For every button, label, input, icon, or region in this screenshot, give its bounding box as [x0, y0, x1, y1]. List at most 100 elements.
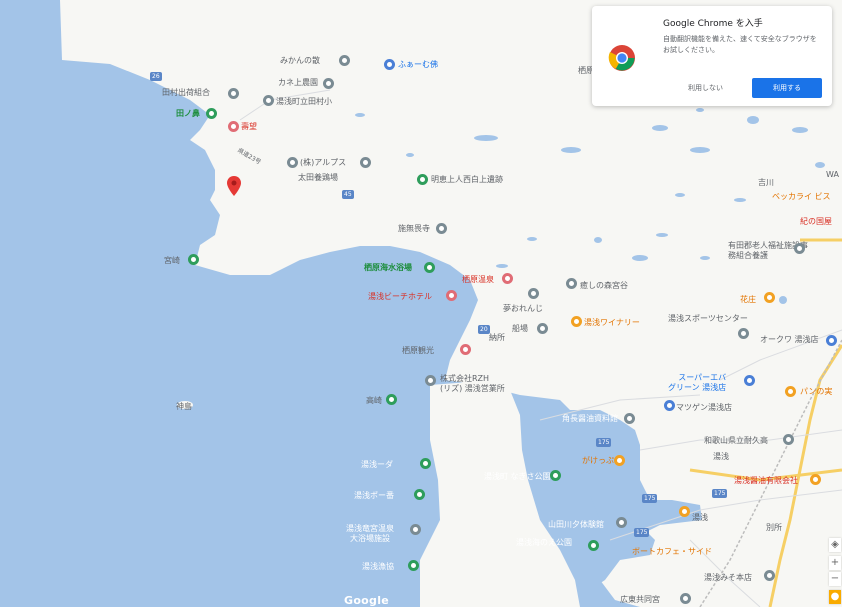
place-pin-icon[interactable]: [287, 157, 298, 168]
place-label: 別所: [766, 523, 782, 532]
company-pin-icon[interactable]: [425, 375, 436, 386]
place-pin-icon[interactable]: [339, 55, 350, 66]
place-label: 湯浅ポー番: [354, 491, 394, 500]
place-label: 船場: [512, 324, 528, 333]
place-pin-icon[interactable]: [410, 524, 421, 535]
compass-icon[interactable]: ◈: [829, 538, 841, 552]
company-pin-icon[interactable]: [810, 474, 821, 485]
place-pin-icon[interactable]: [408, 560, 419, 571]
place-pin-icon[interactable]: [323, 78, 334, 89]
restaurant-pin-icon[interactable]: [764, 292, 775, 303]
place-pin-icon[interactable]: [680, 593, 691, 604]
ponds: [355, 108, 825, 304]
place-label: 湯浅ワイナリー: [584, 318, 640, 327]
place-label: ベッカライ ビス: [772, 192, 831, 201]
place-label: ふぁーむ佛: [398, 60, 438, 69]
place-label: 有田郡老人福祉施設事務組合養護: [728, 241, 808, 260]
route-shield: 175: [712, 489, 728, 498]
selected-location-pin-icon[interactable]: [227, 176, 241, 196]
place-pin-icon[interactable]: [738, 328, 749, 339]
place-pin-icon[interactable]: [188, 254, 199, 265]
place-pin-icon[interactable]: [616, 517, 627, 528]
place-label: 角長醤油資料館: [562, 414, 618, 423]
route-shield: 45: [342, 190, 354, 199]
hotel-pin-icon[interactable]: [228, 121, 239, 132]
place-label: 田村出荷組合: [162, 88, 210, 97]
place-label: 山田川夕体験館: [548, 520, 604, 529]
place-pin-icon[interactable]: [228, 88, 239, 99]
place-label: 湯浅みそ本店: [704, 573, 752, 582]
bakery-pin-icon[interactable]: [785, 386, 796, 397]
place-label: 宮崎: [164, 256, 180, 265]
place-pin-icon[interactable]: [764, 570, 775, 581]
place-label: WA: [826, 170, 839, 179]
street-view-pegman-icon[interactable]: ●: [829, 590, 841, 604]
fishing-pin-icon[interactable]: [414, 489, 425, 500]
place-label: 太田養鶏場: [298, 173, 338, 182]
restaurant-pin-icon[interactable]: [679, 506, 690, 517]
place-label: カネ上農園: [278, 78, 318, 87]
museum-pin-icon[interactable]: [624, 413, 635, 424]
place-label: 栖原観光: [402, 346, 434, 355]
shop-pin-icon[interactable]: [744, 375, 755, 386]
place-label: 湯浅ーダ: [361, 460, 393, 469]
hotel-pin-icon[interactable]: [502, 273, 513, 284]
park-pin-icon[interactable]: [206, 108, 217, 119]
landmark-pin-icon[interactable]: [417, 174, 428, 185]
place-label: 田ノ鼻: [176, 109, 200, 118]
shop-pin-icon[interactable]: [826, 335, 837, 346]
island: [177, 401, 193, 409]
school-pin-icon[interactable]: [263, 95, 274, 106]
route-shield: 175: [596, 438, 612, 447]
place-label: 湯浅漁協: [362, 562, 394, 571]
shop-pin-icon[interactable]: [664, 400, 675, 411]
place-label: 栖原海水浴場: [364, 263, 412, 272]
place-label: 夢おれんじ: [503, 304, 543, 313]
route-shield: 175: [642, 494, 658, 503]
place-label: 施無畏寺: [398, 224, 430, 233]
place-pin-icon[interactable]: [360, 157, 371, 168]
park-pin-icon[interactable]: [588, 540, 599, 551]
place-label: 湯浅醤油有限会社: [734, 476, 798, 485]
chrome-promo-dialog: Google Chrome を入手 自動翻訳機能を備えた、速くて安全なブラウザを…: [592, 6, 832, 106]
place-label: 広東共同宮: [620, 595, 660, 604]
route-shield: 26: [150, 72, 162, 81]
place-label: みかんの散: [280, 56, 320, 65]
chrome-logo-icon: [608, 45, 635, 71]
dismiss-button[interactable]: 利用しない: [688, 84, 723, 92]
place-label: 湯浅竜宮温泉 大浴場施設: [346, 524, 394, 543]
place-label: 湯浅: [692, 513, 708, 522]
place-label: 栖原: [578, 66, 594, 75]
shop-pin-icon[interactable]: [384, 59, 395, 70]
place-pin-icon[interactable]: [386, 394, 397, 405]
place-label: パンの実: [800, 387, 833, 396]
place-label: ボートカフェ・サイド: [632, 547, 712, 556]
place-label: 湯浅町 なぎさ公園: [484, 472, 551, 481]
place-label: 株式会社RZH (リズ) 湯浅営業所: [440, 374, 505, 393]
beach-pin-icon[interactable]: [424, 262, 435, 273]
place-pin-icon[interactable]: [566, 278, 577, 289]
place-label: 栖原温泉: [462, 275, 494, 284]
dialog-title: Google Chrome を入手: [663, 19, 763, 29]
hotel-pin-icon[interactable]: [460, 344, 471, 355]
use-chrome-button[interactable]: 利用する: [752, 78, 822, 98]
place-pin-icon[interactable]: [794, 243, 805, 254]
park-pin-icon[interactable]: [550, 470, 561, 481]
place-label: 湯浅スポーツセンター: [668, 314, 748, 323]
zoom-out-button[interactable]: −: [829, 572, 841, 586]
fishing-pin-icon[interactable]: [420, 458, 431, 469]
zoom-in-button[interactable]: +: [829, 556, 841, 570]
place-pin-icon[interactable]: [537, 323, 548, 334]
google-logo: Google: [344, 594, 390, 607]
place-label: オークワ 湯浅店: [760, 335, 819, 344]
place-label: 高崎: [366, 396, 382, 405]
place-pin-icon[interactable]: [528, 288, 539, 299]
school-pin-icon[interactable]: [783, 434, 794, 445]
winery-pin-icon[interactable]: [571, 316, 582, 327]
hotel-pin-icon[interactable]: [446, 290, 457, 301]
place-label: 和歌山県立耐久高: [704, 436, 768, 445]
temple-pin-icon[interactable]: [436, 223, 447, 234]
restaurant-pin-icon[interactable]: [614, 455, 625, 466]
